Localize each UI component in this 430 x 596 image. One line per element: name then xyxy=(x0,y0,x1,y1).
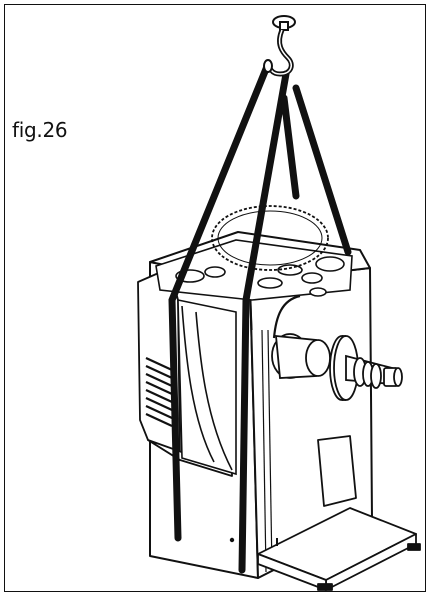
sling-left-front xyxy=(168,60,272,542)
front-details xyxy=(229,537,278,546)
figure-label: fig.26 xyxy=(12,118,68,142)
cable xyxy=(272,294,301,339)
sling-center-front xyxy=(238,70,290,574)
base-stand xyxy=(257,435,421,591)
lifting-slings xyxy=(168,60,352,574)
cover-outline xyxy=(211,205,329,271)
crane-hook xyxy=(263,15,296,77)
sling-back-inner xyxy=(280,94,300,200)
vent-slats xyxy=(145,357,173,427)
sling-right-back xyxy=(292,84,352,256)
front-door-panel xyxy=(177,299,237,476)
shaft-assembly xyxy=(271,333,403,401)
